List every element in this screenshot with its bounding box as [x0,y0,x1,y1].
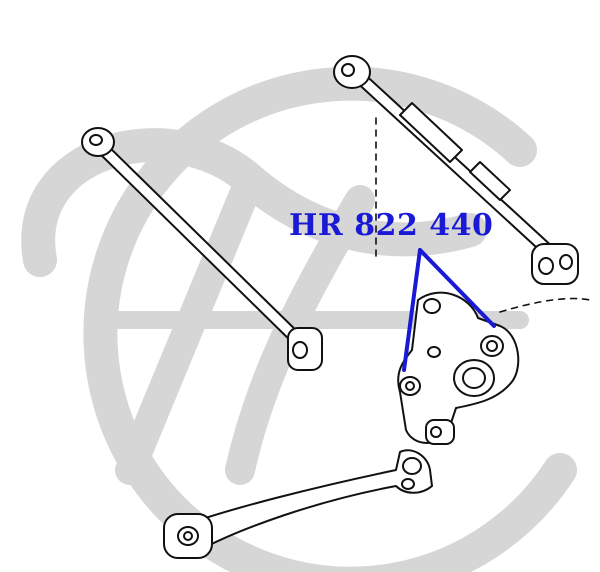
left-link-bushing-top-bore [89,134,103,146]
right-link-adjuster [399,102,463,163]
trailing-arm-body [175,449,433,553]
leader-line-right [418,248,496,328]
leader-line-left [402,248,422,372]
reference-lines [375,117,591,313]
knuckle-bushing-bottom-bore [430,426,442,438]
knuckle-hub-inner [462,367,486,389]
part-number-label: HR 822 440 [289,208,494,243]
left-link-bushing-bottom-bore [292,341,308,359]
label-leader-lines [402,248,496,372]
right-link-bushing-bottom-bore [538,257,554,275]
knuckle-mount-middle [427,346,441,358]
knuckle-bushing-lower-bore [405,381,415,391]
line-drawing [81,55,591,559]
right-adjustable-link [333,55,579,285]
right-link-sleeve [469,161,511,201]
left-lateral-link [81,127,323,371]
trailing-arm-mount-2 [401,478,415,490]
right-link-bushing-bottom-bore-2 [559,254,573,270]
lower-trailing-arm [163,449,433,559]
right-link-bushing-top-bore [341,63,355,77]
rear-knuckle [397,291,520,445]
trailing-arm-bushing-bore-inner [183,531,193,541]
watermark-right-stroke [225,185,375,485]
horizontal-reference-line [499,297,591,313]
watermark-swash [21,128,487,277]
knuckle-mount-upper [423,298,441,314]
knuckle-bushing-top-bore [486,340,498,352]
trailing-arm-mount [402,457,422,475]
